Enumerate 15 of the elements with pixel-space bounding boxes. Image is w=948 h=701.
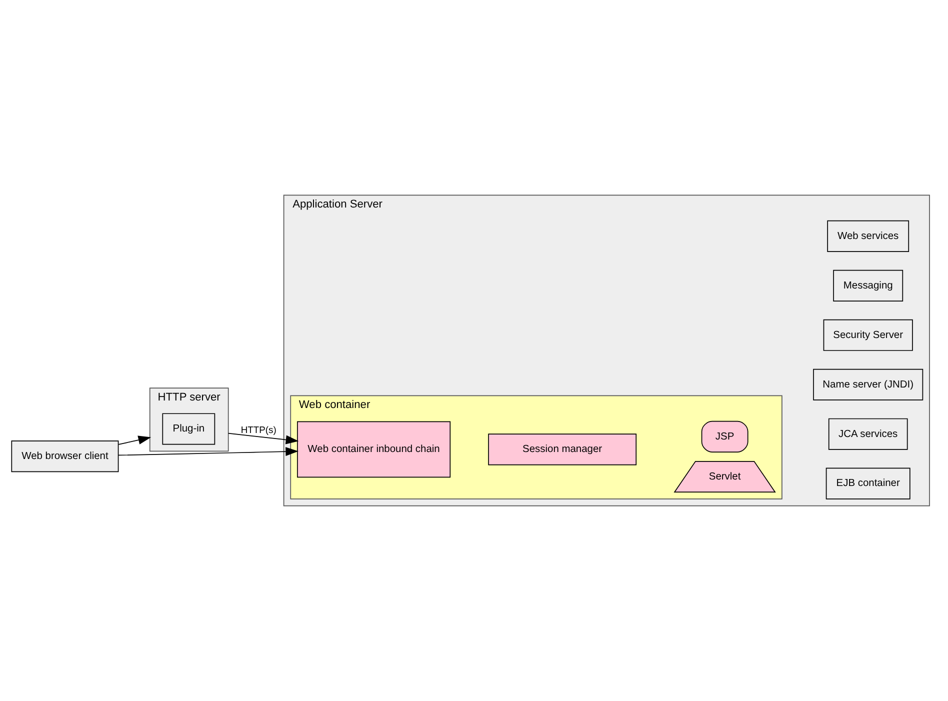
- node-box: Security Server: [823, 319, 913, 351]
- node-box: Web browser client: [11, 440, 119, 472]
- arrow: [118, 447, 298, 456]
- node-box: Web services: [827, 220, 910, 252]
- node-box: Web container inbound chain: [297, 421, 451, 478]
- edge-label: HTTP(s): [240, 425, 276, 436]
- node-box: Messaging: [833, 270, 904, 302]
- node-box: EJB container: [826, 468, 910, 500]
- node-box: JSP: [701, 420, 748, 452]
- node-box: Session manager: [488, 434, 637, 466]
- node-box: JCA services: [828, 418, 908, 450]
- arrow: [118, 436, 152, 445]
- node-box: Plug-in: [162, 413, 216, 445]
- arrow: [228, 432, 299, 444]
- node-box: Name server (JNDI): [813, 368, 924, 400]
